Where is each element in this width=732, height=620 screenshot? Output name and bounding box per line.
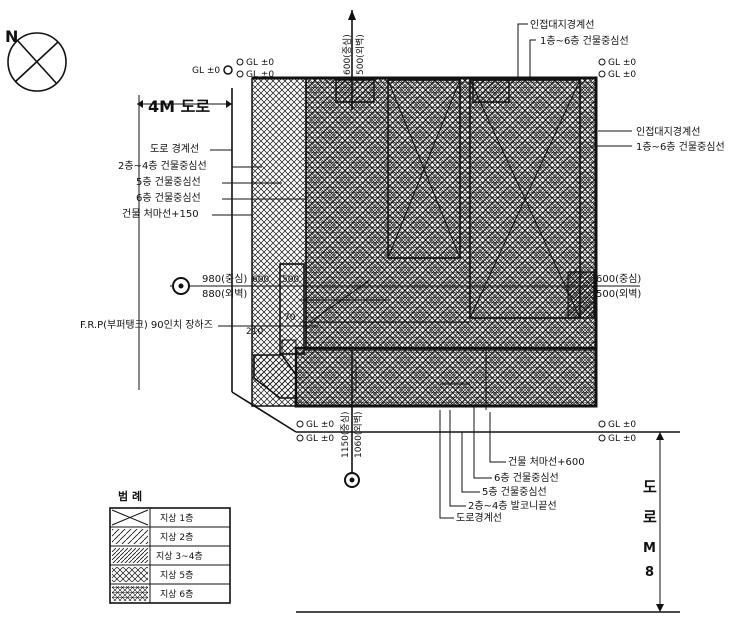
road-4m-label: 4M 도로 (148, 97, 210, 116)
mid-dim-b: 500 (282, 275, 299, 285)
top-adjacent-boundary: 인접대지경계선 (530, 18, 594, 31)
left-setback: 건물 처마선+150 (122, 208, 199, 220)
bottom-dimensions: 1150(중심) 1060(외벽) (340, 412, 364, 459)
legend: 범 례 지상 1층 지상 2층 지상 3~4층 지상 5층 지상 6층 (109, 489, 231, 604)
legend-title: 범 례 (118, 489, 142, 503)
mid-dim-outer: 880(외벽) (202, 288, 247, 300)
right-dim-outer: 500(외벽) (596, 288, 641, 300)
legend-label-1: 지상 1층 (160, 513, 193, 524)
gl-label-9: GL ±0 (608, 434, 636, 444)
right-floors-1-6-center: 1층~6층 건물중심선 (636, 141, 725, 153)
road-8m-char-3: M (643, 541, 656, 556)
legend-label-2: 지상 2층 (160, 532, 193, 543)
mid-dim-c: 210 (246, 327, 263, 337)
legend-label-4: 지상 5층 (160, 570, 193, 581)
left-floors-2-4-center: 2층~4층 건물중심선 (118, 160, 207, 172)
legend-swatch-5 (112, 586, 148, 601)
left-frp: F.R.P(부퍼탱크) 90인치 장하즈 (80, 318, 213, 331)
left-floor-5-center: 5층 건물중심선 (136, 176, 201, 188)
gl-label-5: GL ±0 (608, 70, 636, 80)
road-8m-char-4: 8 (645, 565, 654, 580)
bottom-setback: 건물 처마선+600 (508, 456, 585, 468)
gl-label-8: GL ±0 (608, 420, 636, 430)
legend-swatch-4 (112, 567, 148, 582)
bottom-annotations: 건물 처마선+600 6층 건물중심선 5층 건물중심선 2층~4층 발코니끝선… (439, 412, 585, 524)
bottom-floor-6-center: 6층 건물중심선 (494, 472, 559, 484)
gl-markers: GL ±0 GL ±0 GL ±0 GL ±0 GL ±0 GL ±0 GL ±… (192, 58, 636, 444)
bottom-dim-center: 1150(중심) (340, 412, 351, 459)
floor-6-zone (305, 77, 597, 351)
gl-label-6: GL ±0 (306, 420, 334, 430)
top-dim-center: 600(중심) (342, 34, 353, 75)
middle-dimensions: 980(중심) 880(외벽) 600 500 210 70 (202, 273, 299, 337)
bottom-road-boundary: 도로경계선 (456, 511, 502, 524)
gl-label-2: GL ±0 (246, 58, 274, 68)
left-annotations: 도로 경계선 2층~4층 건물중심선 5층 건물중심선 6층 건물중심선 건물 … (80, 142, 318, 331)
bottom-dim-outer: 1060(외벽) (352, 412, 364, 459)
gl-label-3: GL ±0 (246, 70, 274, 80)
road-8m: 도 로 M 8 (296, 432, 680, 613)
top-floors-1-6-center: 1층~6층 건물중심선 (540, 35, 629, 47)
right-dim-center: 600(중심) (596, 273, 641, 285)
right-adjacent-boundary: 인접대지경계선 (636, 125, 700, 138)
top-dim-outer: 500(외벽) (354, 34, 366, 75)
mid-dim-center: 980(중심) (202, 273, 247, 285)
floor-band (294, 346, 598, 408)
north-label: N (5, 27, 18, 46)
legend-swatch-1 (111, 509, 149, 526)
legend-swatch-3 (112, 548, 148, 563)
bottom-floors-2-4-balcony: 2층~4층 발코니끝선 (468, 500, 557, 512)
gl-label-4: GL ±0 (608, 58, 636, 68)
left-floor-6-center: 6층 건물중심선 (136, 192, 201, 204)
left-road-boundary: 도로 경계선 (150, 142, 199, 155)
legend-swatch-2 (112, 529, 148, 544)
legend-label-5: 지상 6층 (160, 589, 193, 600)
north-compass: N (5, 27, 67, 92)
mid-dim-d: 70 (284, 313, 296, 323)
mid-dim-a: 600 (252, 275, 269, 285)
bottom-floor-5-center: 5층 건물중심선 (482, 486, 547, 498)
shaft-right (469, 79, 581, 319)
top-annotations: 인접대지경계선 1층~6층 건물중심선 600(중심) 500(외벽) (342, 18, 629, 80)
road-4m: 4M 도로 (137, 95, 232, 390)
gl-label-1: GL ±0 (192, 66, 220, 76)
right-annotations: 인접대지경계선 1층~6층 건물중심선 600(중심) 500(외벽) (590, 125, 725, 300)
gl-label-7: GL ±0 (306, 434, 334, 444)
road-8m-char-1: 도 (643, 478, 657, 496)
road-8m-char-2: 로 (643, 508, 657, 526)
legend-label-3: 지상 3~4층 (156, 551, 203, 562)
shaft-left (387, 79, 461, 259)
